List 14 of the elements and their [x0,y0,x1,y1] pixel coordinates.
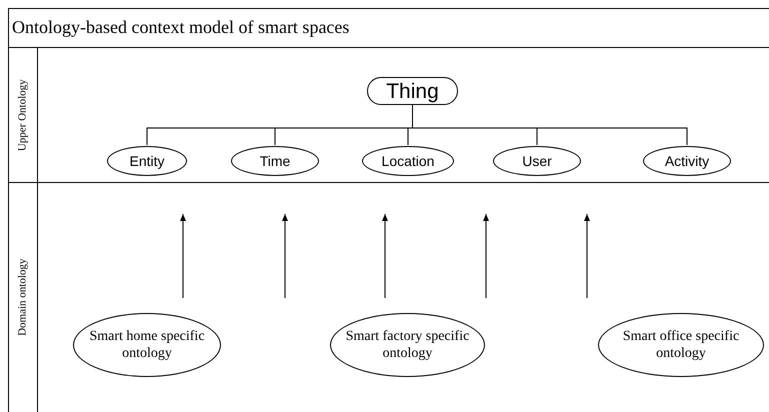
concept-ellipse: Time [231,146,319,176]
swimlane-band [8,47,769,182]
ontology-ellipse: Smart office specific ontology [598,313,764,377]
ontology-ellipse: Smart home specific ontology [73,313,221,377]
lane-label: Upper Ontology [15,79,30,151]
diagram-title: Ontology-based context model of smart spaces [12,18,350,36]
concept-ellipse: Entity [107,146,187,176]
concept-ellipse: Location [362,146,454,176]
concept-ellipse: User [493,146,581,176]
concept-ellipse: Activity [643,146,731,176]
connector-line [412,104,688,146]
lane-label: Domain ontology [15,258,30,336]
ontology-ellipse: Smart factory specific ontology [330,313,485,377]
swimlane-band [8,182,769,412]
